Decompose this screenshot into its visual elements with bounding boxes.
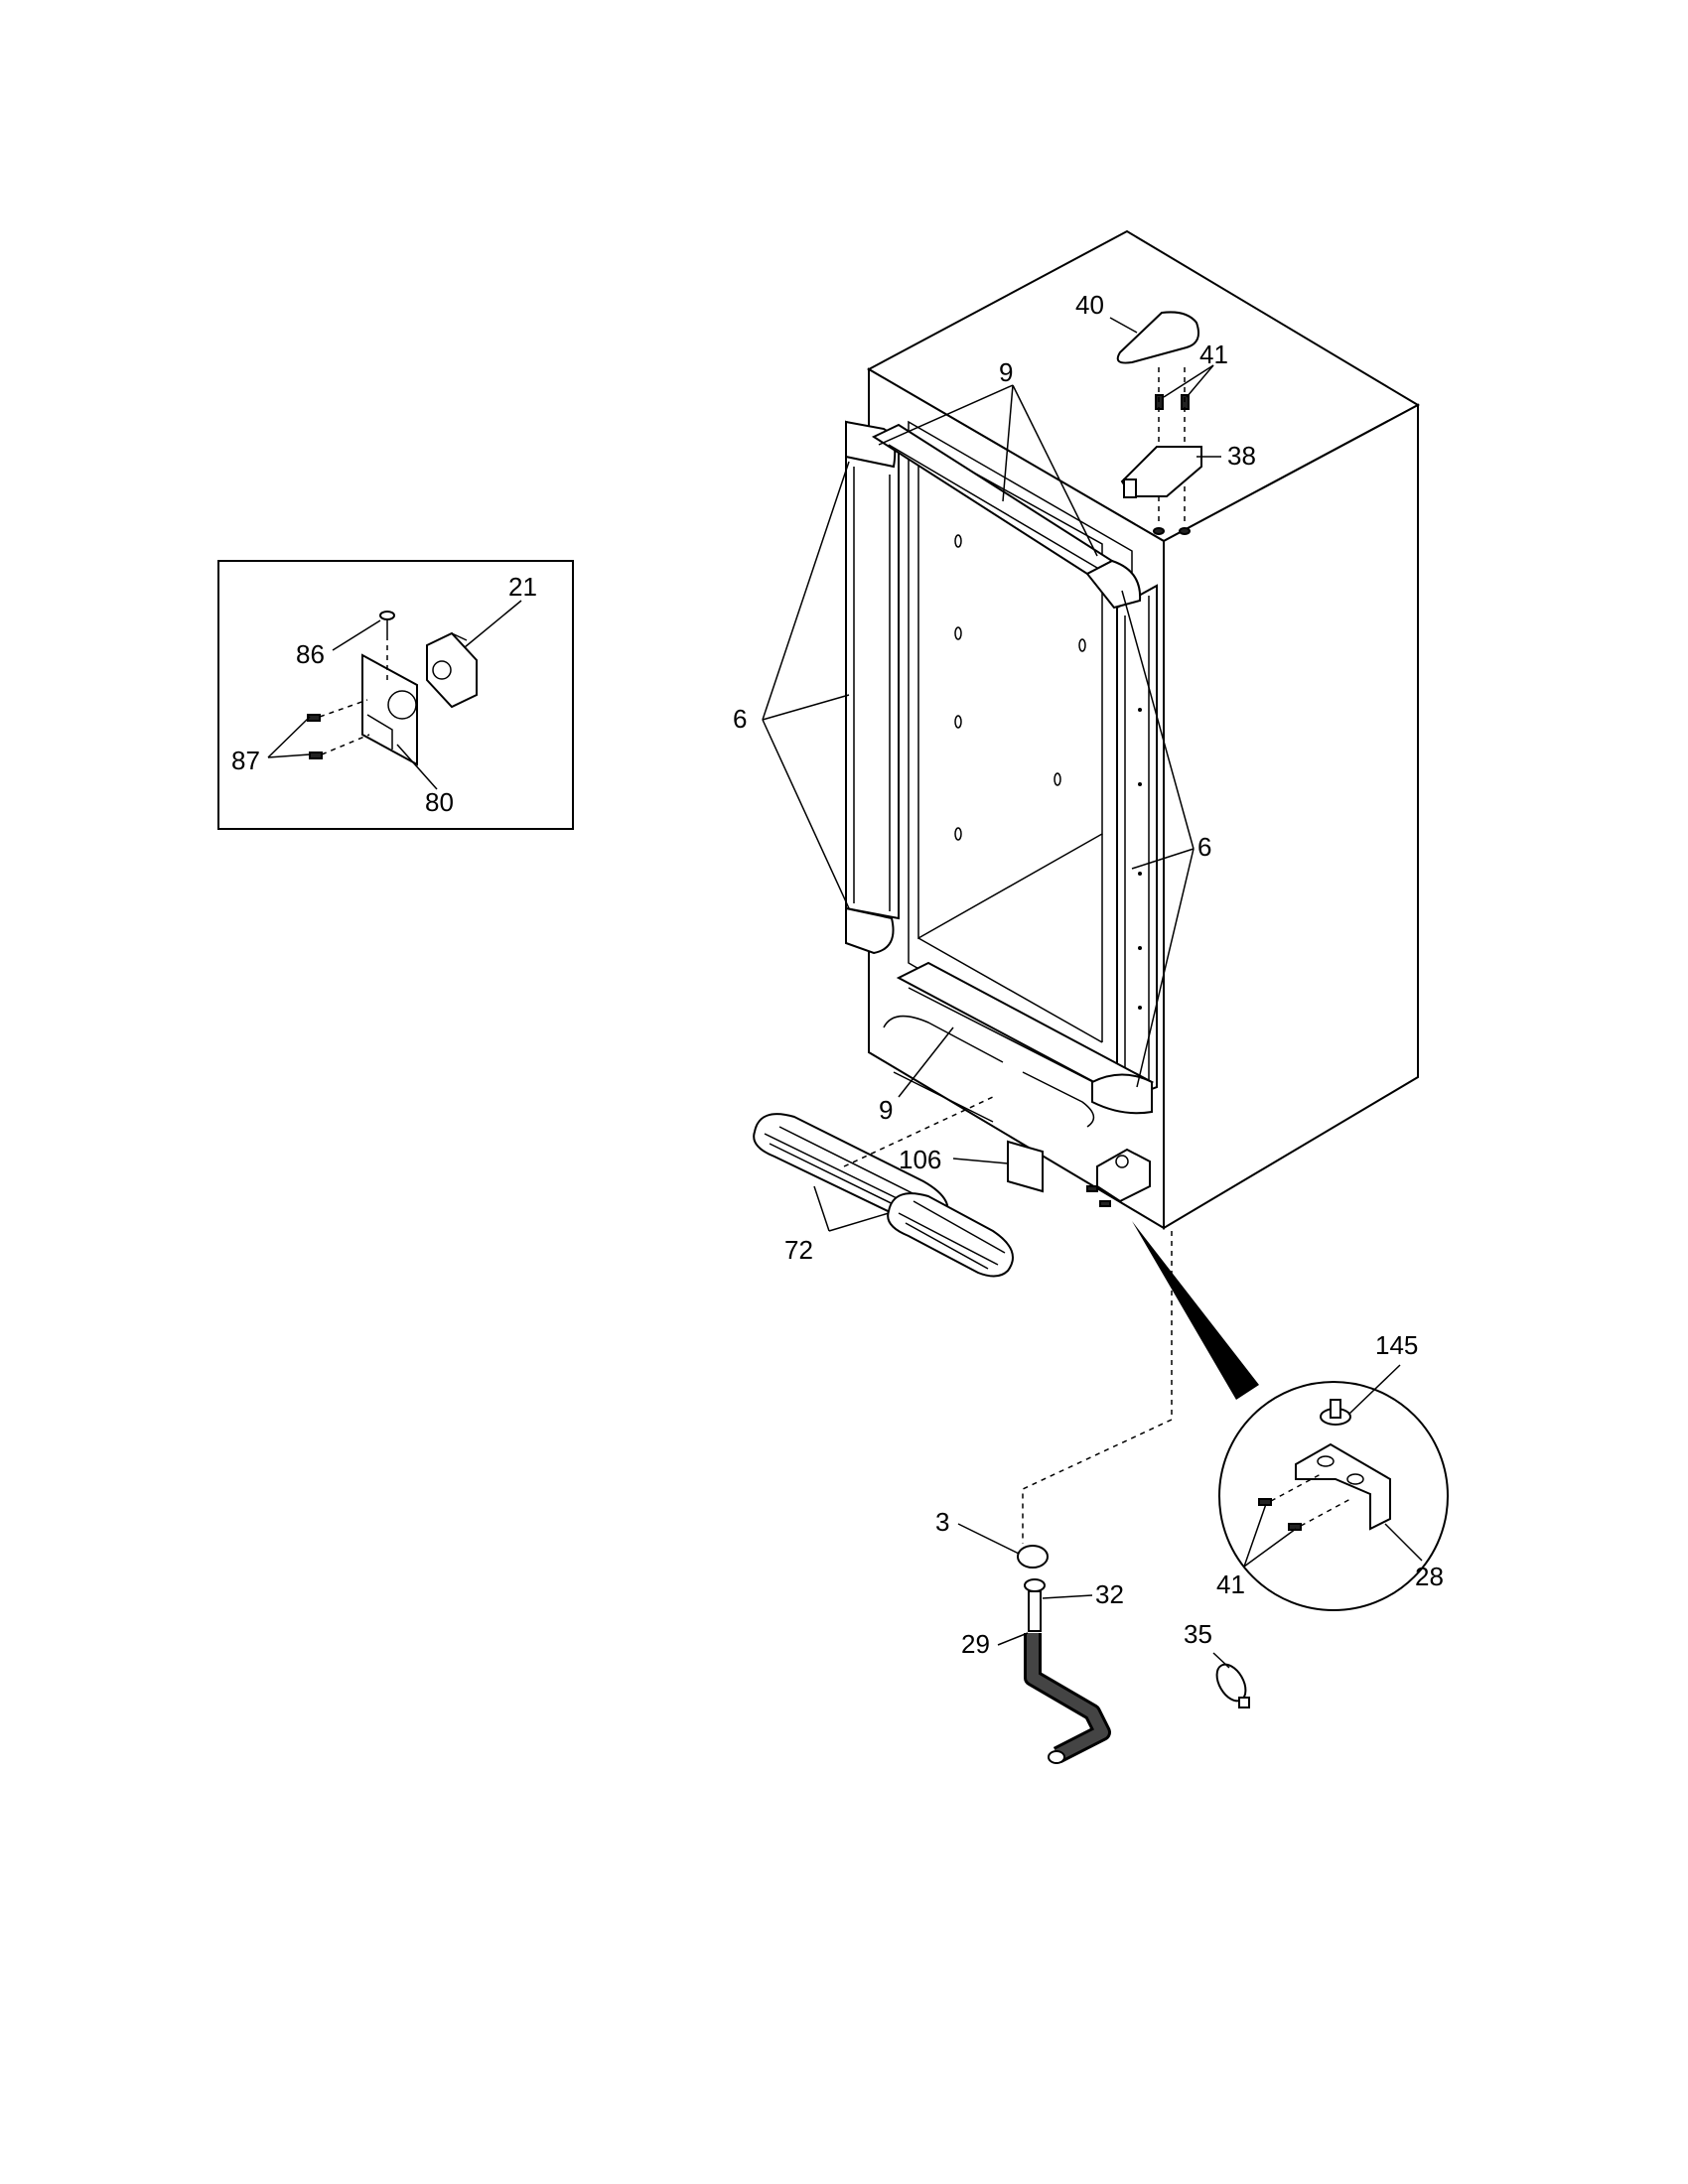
callout-72: 72	[784, 1235, 813, 1265]
callout-40: 40	[1075, 290, 1104, 320]
callout-106: 106	[899, 1145, 941, 1174]
mounting-bracket-80	[361, 653, 418, 766]
callout-6-right: 6	[1197, 832, 1211, 862]
leveling-cap	[1017, 1545, 1049, 1569]
callout-80: 80	[425, 787, 454, 817]
callout-145: 145	[1375, 1330, 1418, 1360]
bottom-hinge-28	[1295, 1442, 1391, 1531]
callout-38: 38	[1227, 441, 1256, 471]
callout-9-bottom: 9	[879, 1095, 893, 1125]
screw-86	[379, 611, 395, 685]
hinge-cover	[1116, 311, 1199, 364]
callout-41-inset: 41	[1216, 1570, 1245, 1599]
callout-9-top: 9	[999, 357, 1013, 387]
leader-lines	[267, 317, 1423, 1669]
callout-86: 86	[296, 639, 325, 669]
callout-35: 35	[1184, 1619, 1212, 1649]
leveling-leg	[1024, 1578, 1046, 1632]
inset-screws	[1258, 1473, 1351, 1531]
callout-3: 3	[935, 1507, 949, 1537]
callout-6-left: 6	[733, 704, 747, 734]
base-grille-right	[887, 1192, 1014, 1278]
cabinet	[866, 229, 1421, 1230]
callout-21: 21	[508, 572, 537, 602]
breaker-top	[871, 423, 1142, 610]
zoom-pointer	[1132, 1221, 1259, 1400]
thermostat-21	[426, 631, 478, 709]
callout-28: 28	[1415, 1562, 1444, 1591]
callout-41-top: 41	[1199, 340, 1228, 369]
bottom-hinge-installed	[1086, 1148, 1151, 1207]
callout-29: 29	[961, 1629, 990, 1659]
callout-labels: 40 41 38 9 6 6 9 106 72 145 3 32 29 35 4…	[231, 290, 1444, 1659]
pad-106	[1007, 1140, 1044, 1193]
gasket-right-dots	[1138, 708, 1142, 1010]
drain-hose	[1024, 1633, 1111, 1764]
screws-87	[307, 699, 370, 759]
leg-guide-line	[1022, 1419, 1173, 1544]
hinge-detail-inset	[1218, 1381, 1449, 1611]
callout-87: 87	[231, 746, 260, 775]
clamp-35	[1215, 1663, 1250, 1708]
callout-32: 32	[1095, 1579, 1124, 1609]
thermostat-inset-box	[217, 560, 574, 830]
gasket-left	[845, 420, 900, 955]
grille-guide-line	[843, 1096, 994, 1167]
top-hinge	[1120, 446, 1202, 498]
gasket-right	[1116, 584, 1158, 1104]
hinge-pin-145	[1320, 1399, 1351, 1426]
